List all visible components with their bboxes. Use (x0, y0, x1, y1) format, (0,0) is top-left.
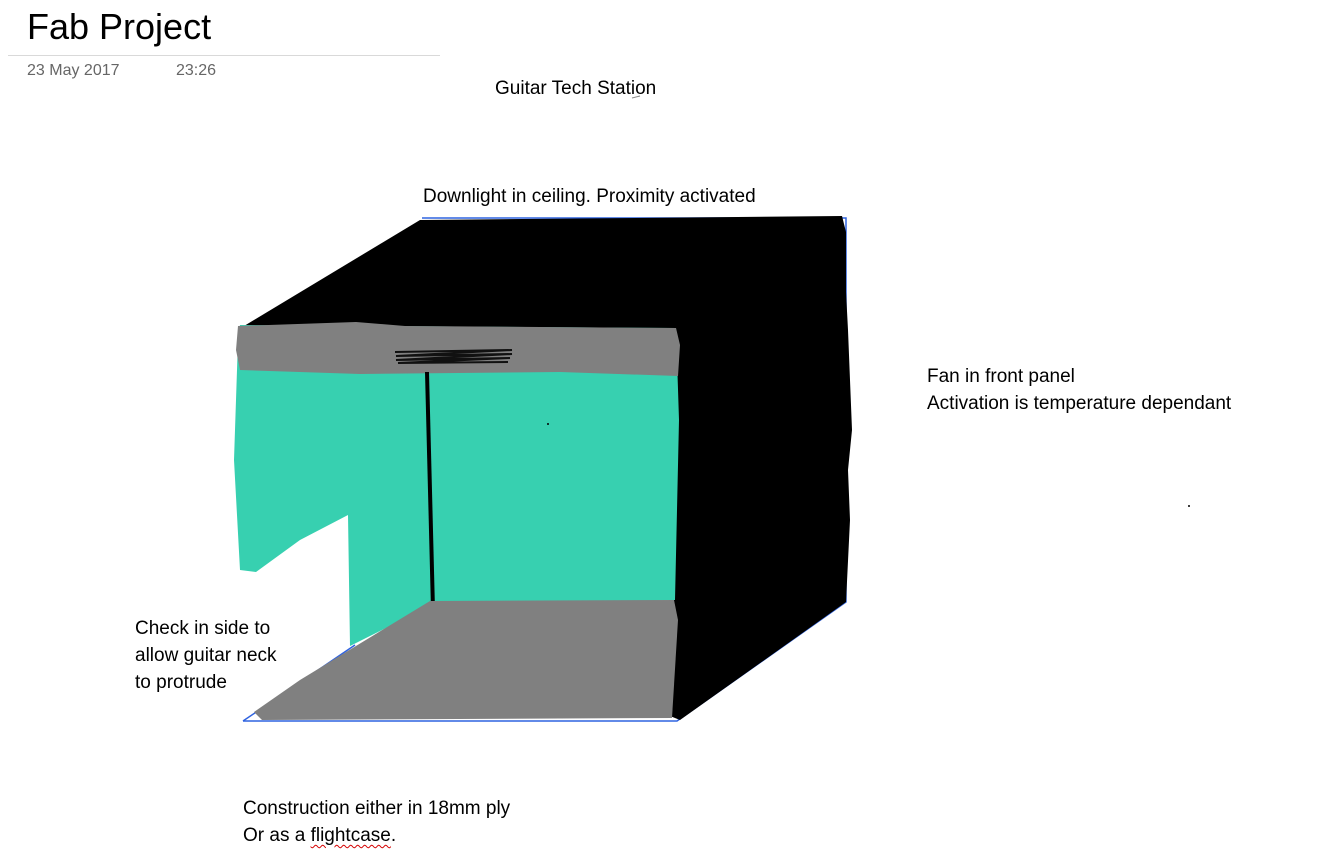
cabinet-floor (254, 600, 678, 720)
note-fan-line: Activation is temperature dependant (927, 393, 1232, 414)
page-title[interactable]: Fab Project (27, 6, 212, 47)
note-side-check[interactable]: Check in side to allow guitar neck to pr… (135, 615, 277, 696)
construction-line-2: Or as a flightcase. (243, 822, 510, 849)
note-fan-line: Fan in front panel (927, 366, 1075, 387)
construction-line-1: Construction either in 18mm ply (243, 798, 511, 819)
downlight-fixture (394, 349, 513, 364)
note-side-line: to protrude (135, 672, 227, 693)
note-construction[interactable]: Construction either in 18mm ply Or as a … (243, 795, 510, 849)
construction-suffix: . (390, 825, 397, 846)
page-date: 23 May 2017 (27, 62, 120, 79)
note-side-line: allow guitar neck (135, 645, 277, 666)
cabinet-side-panel (670, 216, 852, 720)
title-underline (8, 55, 440, 56)
pen-marks (547, 95, 1190, 507)
note-fan[interactable]: Fan in front panel Activation is tempera… (927, 363, 1231, 417)
ceiling-strip (236, 322, 680, 376)
cabinet-top (244, 216, 846, 338)
misspelled-word[interactable]: flightcase (310, 825, 391, 846)
construction-prefix: Or as a (243, 825, 311, 846)
inner-back-wall (234, 325, 679, 646)
note-side-line: Check in side to (135, 618, 271, 639)
page-time: 23:26 (176, 62, 217, 79)
note-heading[interactable]: Guitar Tech Station (495, 78, 657, 99)
note-downlight[interactable]: Downlight in ceiling. Proximity activate… (423, 186, 756, 207)
support-rod (425, 371, 435, 611)
